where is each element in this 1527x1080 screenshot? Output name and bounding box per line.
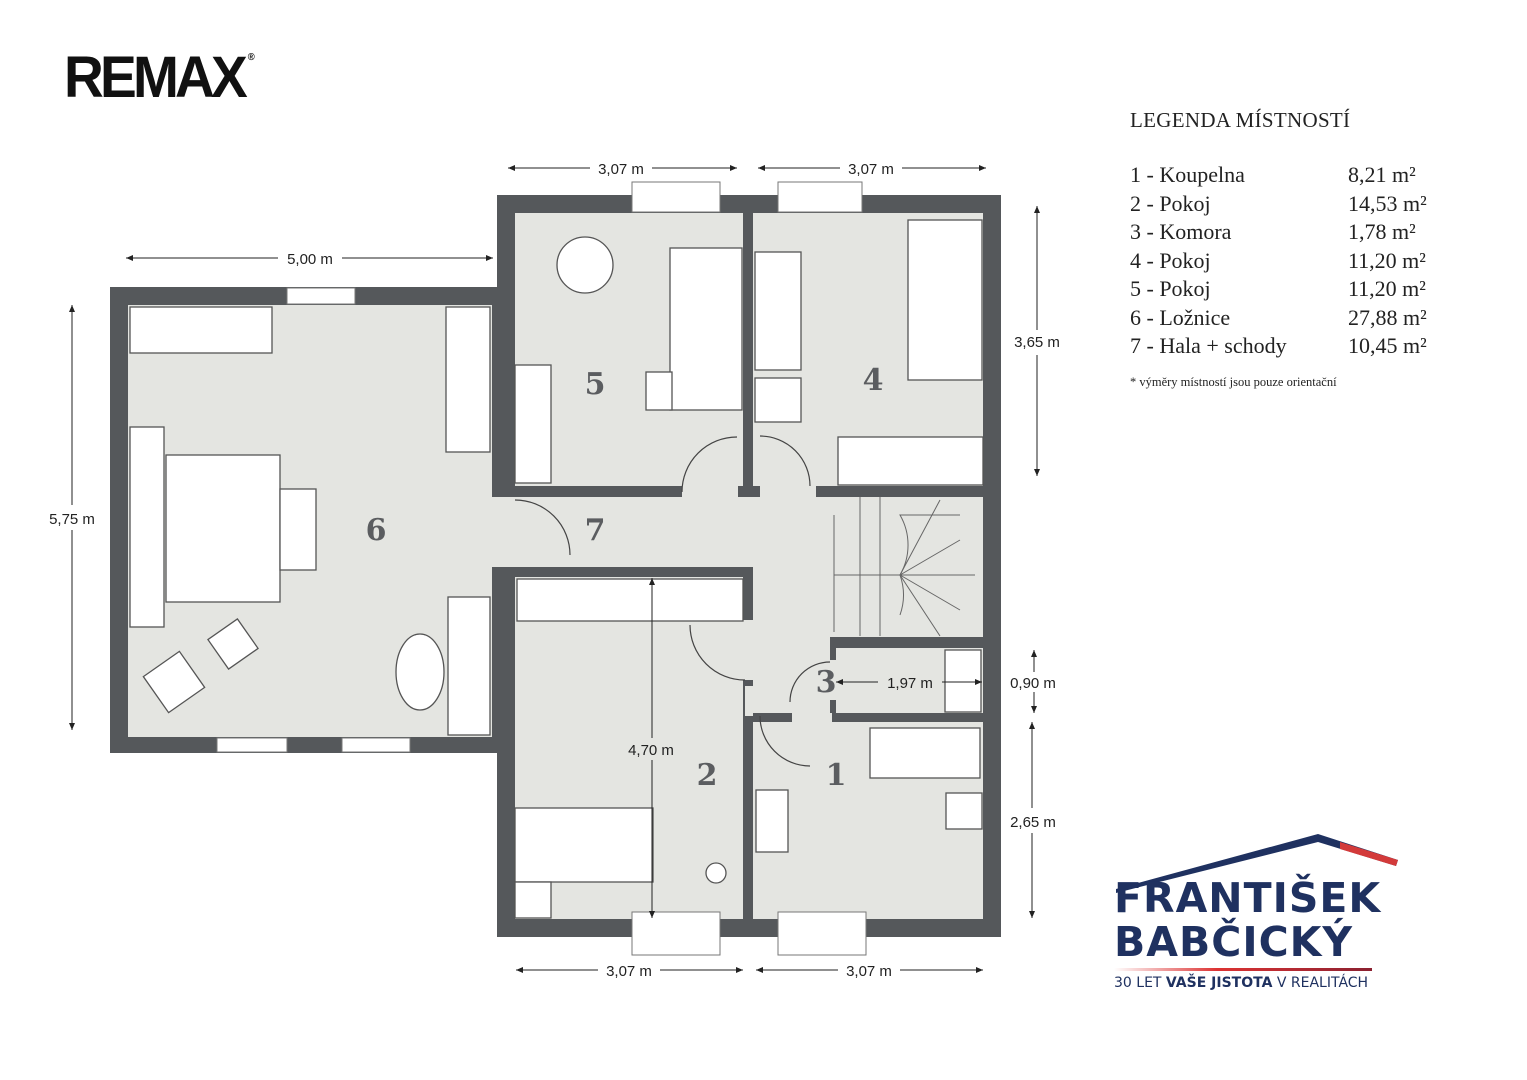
doors <box>514 435 831 767</box>
brand-underline <box>1114 968 1372 971</box>
dim-room6-width: 5,00 m <box>287 251 333 268</box>
dim-room2-height: 4,70 m <box>628 742 674 759</box>
dim-room3-width: 1,97 m <box>887 675 933 692</box>
brand-line-1: FRANTIŠEK <box>1114 874 1382 922</box>
room-number-4: 4 <box>863 363 884 398</box>
legend-room-area: 11,20 m² <box>1348 247 1426 273</box>
legend-row: 1 - Koupelna 8,21 m² <box>1130 161 1427 190</box>
legend-room-area: 11,20 m² <box>1348 276 1426 301</box>
room-number-1: 1 <box>826 758 847 793</box>
legend-row: 6 - Ložnice 27,88 m² <box>1130 304 1427 333</box>
logo-registered-mark: ® <box>247 52 255 63</box>
legend-note: * výměry místností jsou pouze orientační <box>1130 374 1337 389</box>
tagline-pre: 30 LET <box>1114 975 1166 991</box>
hall-floor <box>492 497 830 567</box>
hall-floor-2 <box>753 567 830 713</box>
room-number-3: 3 <box>816 665 837 700</box>
brand-tagline: 30 LET VAŠE JISTOTA V REALITÁCH <box>1114 975 1414 991</box>
legend-row: 7 - Hala + schody 10,45 m² <box>1130 332 1427 361</box>
room-numbers: 1 2 3 4 5 6 7 <box>366 363 884 793</box>
dim-top-right: 3,07 m <box>848 161 894 178</box>
dim-top-left: 3,07 m <box>598 161 644 178</box>
legend-room-name: 1 - Koupelna <box>1130 162 1245 187</box>
legend-room-name: 6 - Ložnice <box>1130 304 1231 330</box>
legend-room-name: 5 - Pokoj <box>1130 276 1211 301</box>
dim-room6-height: 5,75 m <box>49 511 95 528</box>
dim-bottom-right: 3,07 m <box>846 963 892 980</box>
dim-bottom-left: 3,07 m <box>606 963 652 980</box>
room-number-6: 6 <box>366 513 387 548</box>
tagline-bold: VAŠE JISTOTA <box>1165 975 1273 991</box>
legend-room-area: 1,78 m² <box>1348 219 1416 244</box>
legend-title: LEGENDA MÍSTNOSTÍ <box>1130 108 1351 132</box>
room-number-2: 2 <box>697 758 718 793</box>
room-legend: LEGENDA MÍSTNOSTÍ 1 - Koupelna 8,21 m² 2 … <box>1130 108 1427 390</box>
dimension-lines <box>69 165 1040 973</box>
legend-room-name: 7 - Hala + schody <box>1130 333 1287 358</box>
legend-room-name: 4 - Pokoj <box>1130 247 1211 273</box>
legend-room-name: 3 - Komora <box>1130 219 1232 244</box>
legend-room-area: 8,21 m² <box>1348 162 1416 187</box>
logo-text: REMAX <box>64 45 248 110</box>
tagline-post: V REALITÁCH <box>1272 975 1369 991</box>
room-number-7: 7 <box>585 513 606 548</box>
dim-right-mid: 0,90 m <box>1010 675 1056 692</box>
legend-room-area: 27,88 m² <box>1348 304 1427 330</box>
remax-logo: REMAX® <box>64 44 255 111</box>
legend-row: 4 - Pokoj 11,20 m² <box>1130 247 1427 276</box>
dim-right-bottom: 2,65 m <box>1010 814 1056 831</box>
windows <box>216 181 867 956</box>
legend-room-area: 10,45 m² <box>1348 333 1427 358</box>
room-number-5: 5 <box>585 367 606 402</box>
furniture <box>129 219 984 919</box>
dimension-labels: 3,07 m 3,07 m 5,00 m 5,75 m 3,65 m 1,97 … <box>49 161 1060 980</box>
dim-right-top: 3,65 m <box>1014 334 1060 351</box>
legend-row: 3 - Komora 1,78 m² <box>1130 218 1427 247</box>
brand-line-2: BABČICKÝ <box>1114 918 1354 966</box>
legend-row: 5 - Pokoj 11,20 m² <box>1130 275 1427 304</box>
legend-room-name: 2 - Pokoj <box>1130 190 1211 216</box>
legend-row: 2 - Pokoj 14,53 m² <box>1130 190 1427 219</box>
staircase <box>833 497 975 637</box>
stairs-floor <box>830 497 983 637</box>
agent-brand-logo: FRANTIŠEK BABČICKÝ 30 LET VAŠE JISTOTA V… <box>1114 832 1414 991</box>
legend-room-area: 14,53 m² <box>1348 190 1427 216</box>
